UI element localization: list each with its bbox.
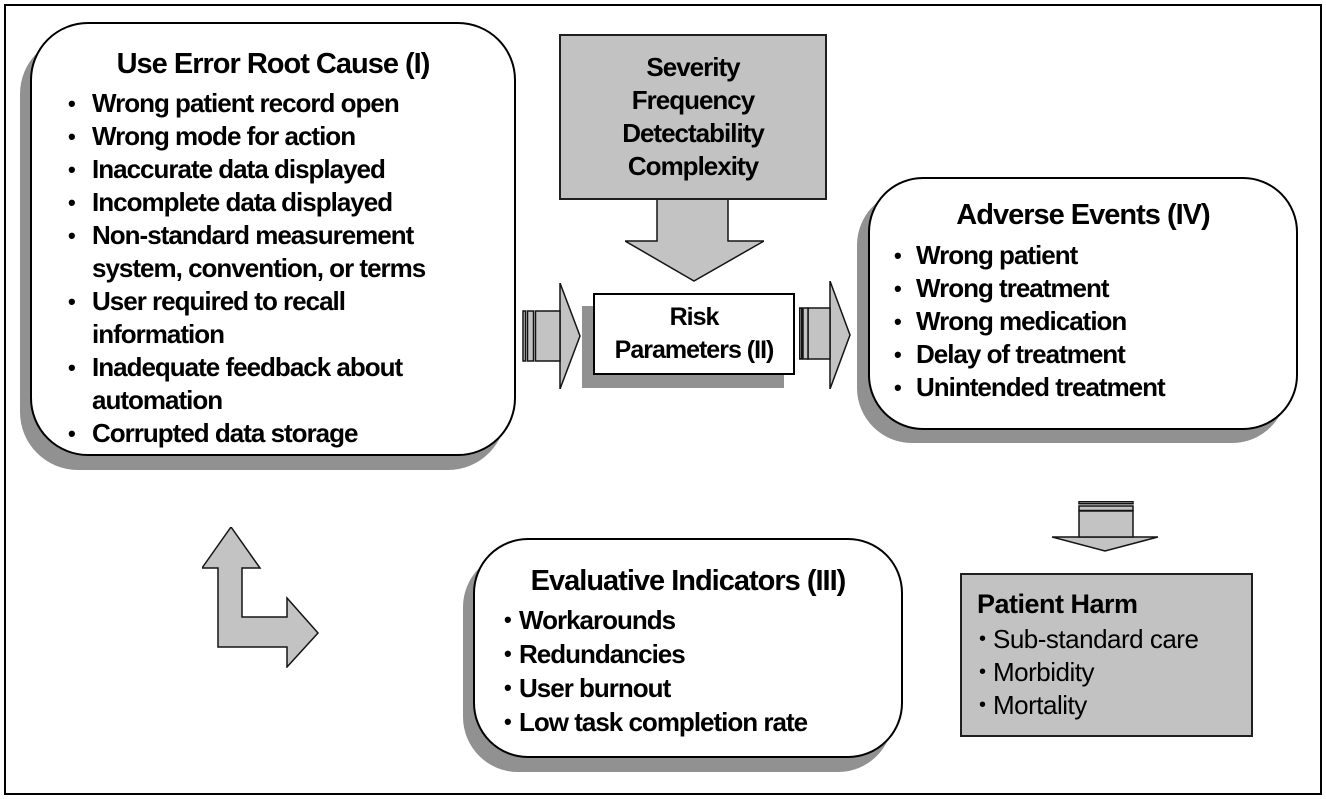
list-item: Detectability: [622, 118, 765, 148]
list-item: Delay of treatment: [894, 338, 1296, 371]
elbow-up-right-arrow-icon: [202, 527, 319, 668]
list-item: Workarounds: [504, 603, 901, 637]
list-item: Unintended treatment: [894, 371, 1296, 404]
list-item: Wrong medication: [894, 305, 1296, 338]
list-item: Inaccurate data displayed: [66, 153, 506, 186]
evaluative-indicators-box: Evaluative Indicators (III) WorkaroundsR…: [473, 538, 903, 758]
list-item: Morbidity: [979, 656, 1245, 689]
risk-parameters-box: Risk Parameters (II): [593, 293, 795, 375]
list-item: Incomplete data displayed: [66, 186, 506, 219]
list-item: Wrong patient: [894, 239, 1296, 272]
evaluative-indicators-list: WorkaroundsRedundanciesUser burnoutLow t…: [475, 603, 901, 739]
list-item: Complexity: [627, 151, 759, 181]
adverse-events-title: Adverse Events (IV): [956, 199, 1210, 231]
list-item: User burnout: [504, 671, 901, 705]
list-item: Mortality: [979, 689, 1245, 722]
list-item: Sub-standard care: [979, 623, 1245, 656]
use-error-root-cause-title: Use Error Root Cause (I): [116, 48, 431, 80]
adverse-events-box: Adverse Events (IV) Wrong patientWrong t…: [868, 177, 1298, 430]
diagram-border: [4, 4, 1322, 795]
list-item: User required to recall information: [66, 285, 506, 351]
list-item: Inadequate feedback about automation: [66, 351, 506, 417]
striped-right-arrow-icon: [522, 283, 581, 389]
patient-harm-title: Patient Harm: [977, 589, 1138, 619]
list-item: Non-standard measurement system, convent…: [66, 219, 506, 285]
patient-harm-box: Patient Harm Sub-standard careMorbidityM…: [960, 573, 1253, 737]
list-item: Redundancies: [504, 637, 901, 671]
list-item: Wrong patient record open: [66, 87, 506, 120]
down-arrow-icon: [625, 200, 764, 282]
striped-down-arrow-icon: [1052, 501, 1158, 552]
list-item: Wrong treatment: [894, 272, 1296, 305]
striped-right-arrow-icon: [799, 281, 851, 389]
adverse-events-list: Wrong patientWrong treatmentWrong medica…: [870, 239, 1296, 404]
list-item: Corrupted data storage: [66, 417, 506, 450]
use-error-root-cause-list: Wrong patient record openWrong mode for …: [32, 87, 514, 450]
patient-harm-list: Sub-standard careMorbidityMortality: [977, 623, 1245, 722]
list-item: Severity: [646, 52, 740, 82]
list-item: Wrong mode for action: [66, 120, 506, 153]
list-item: Frequency: [631, 85, 755, 115]
evaluative-indicators-title: Evaluative Indicators (III): [530, 565, 847, 597]
risk-parameters-title: Risk Parameters (II): [614, 303, 775, 364]
use-error-root-cause-box: Use Error Root Cause (I) Wrong patient r…: [30, 22, 516, 456]
list-item: Low task completion rate: [504, 705, 901, 739]
